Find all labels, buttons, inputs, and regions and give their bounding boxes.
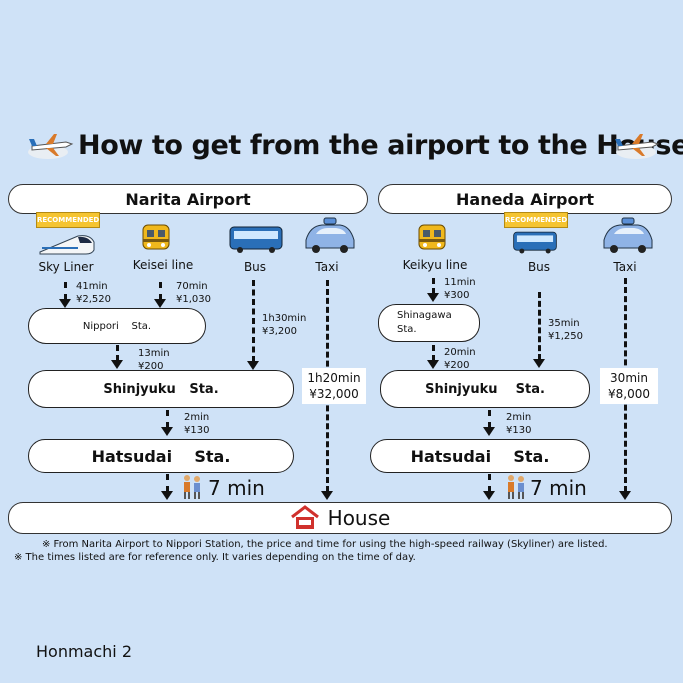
bus-time-price: 35min ¥1,250 bbox=[548, 318, 583, 342]
taxi-time-price: 30min ¥8,000 bbox=[600, 368, 658, 404]
bus-label: Bus bbox=[527, 260, 551, 274]
shinagawa-station: Shinagawa Sta. bbox=[378, 304, 480, 342]
nippori-station: Nippori Sta. bbox=[28, 308, 206, 344]
airplane-icon bbox=[615, 134, 660, 159]
arrow bbox=[483, 491, 495, 500]
nippori-time-price: 13min ¥200 bbox=[138, 348, 170, 372]
note-skyliner: ※ From Narita Airport to Nippori Station… bbox=[42, 539, 608, 550]
haneda-airport-header: Haneda Airport bbox=[378, 184, 672, 214]
house-destination: House bbox=[8, 502, 672, 534]
train-icon bbox=[418, 224, 446, 250]
note-reference-times: ※ The times listed are for reference onl… bbox=[14, 552, 416, 563]
taxi-icon bbox=[305, 217, 355, 253]
skyliner-time-price: 41min ¥2,520 bbox=[76, 281, 111, 305]
arrow bbox=[247, 361, 259, 370]
hatsudai-station: Hatsudai Sta. bbox=[28, 439, 294, 473]
shinjyuku-station: Shinjyuku Sta. bbox=[380, 370, 590, 408]
arrow bbox=[619, 491, 631, 500]
arrow bbox=[427, 360, 439, 369]
house-label: House bbox=[327, 506, 391, 530]
taxi-label: Taxi bbox=[613, 260, 637, 274]
arrow bbox=[483, 427, 495, 436]
keisei-time-price: 70min ¥1,030 bbox=[176, 281, 211, 305]
bus-label: Bus bbox=[243, 260, 267, 274]
arrow bbox=[59, 299, 71, 308]
arrow bbox=[533, 359, 545, 368]
arrow bbox=[161, 427, 173, 436]
walking-people-icon bbox=[184, 475, 200, 499]
hatsudai-time-price: 2min ¥130 bbox=[506, 412, 532, 436]
arrow bbox=[154, 299, 166, 308]
page-title: How to get from the airport to the House bbox=[78, 130, 683, 161]
hatsudai-time-price: 2min ¥130 bbox=[184, 412, 210, 436]
taxi-time-price: 1h20min ¥32,000 bbox=[302, 368, 366, 404]
arrow bbox=[161, 491, 173, 500]
bus-time-price: 1h30min ¥3,200 bbox=[262, 313, 307, 337]
airplane-icon bbox=[28, 134, 74, 159]
walk-time: 7 min bbox=[208, 476, 265, 500]
house-icon bbox=[290, 505, 319, 529]
footer-label: Honmachi 2 bbox=[36, 642, 132, 661]
taxi-icon bbox=[603, 217, 653, 253]
keisei-line-label: Keisei line bbox=[132, 258, 194, 272]
keikyu-time-price: 11min ¥300 bbox=[444, 277, 476, 301]
walk-time: 7 min bbox=[530, 476, 587, 500]
bus-icon bbox=[229, 226, 283, 253]
hatsudai-station: Hatsudai Sta. bbox=[370, 439, 590, 473]
arrow bbox=[321, 491, 333, 500]
recommended-badge: RECOMMENDED bbox=[36, 212, 100, 228]
taxi-label: Taxi bbox=[315, 260, 339, 274]
narita-airport-header: Narita Airport bbox=[8, 184, 368, 214]
bus-icon bbox=[513, 231, 557, 254]
skyliner-label: Sky Liner bbox=[38, 260, 94, 274]
arrow bbox=[111, 360, 123, 369]
skyliner-train-icon bbox=[39, 235, 95, 255]
keikyu-line-label: Keikyu line bbox=[402, 258, 468, 272]
shinjyuku-station: Shinjyuku Sta. bbox=[28, 370, 294, 408]
train-icon bbox=[142, 224, 170, 250]
walking-people-icon bbox=[508, 475, 524, 499]
shinagawa-time-price: 20min ¥200 bbox=[444, 347, 476, 371]
arrow bbox=[427, 293, 439, 302]
recommended-badge: RECOMMENDED bbox=[504, 212, 568, 228]
